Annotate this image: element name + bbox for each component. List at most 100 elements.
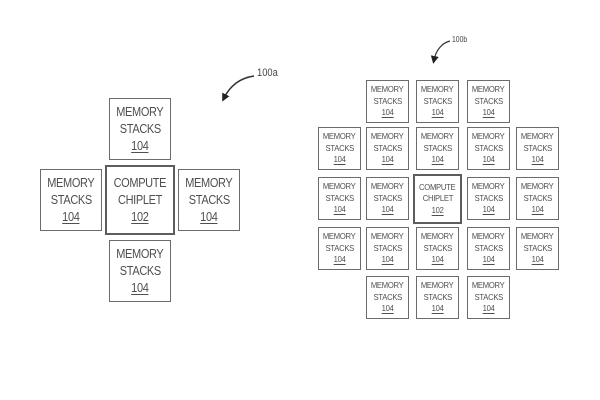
reference-number: 104: [482, 204, 495, 215]
reference-number: 102: [431, 204, 444, 215]
stacks-label: STACKS: [50, 192, 92, 207]
reference-number: 104: [482, 107, 495, 118]
reference-number: 104: [431, 254, 444, 265]
stacks-label: STACKS: [423, 142, 452, 153]
memory-stack-left: MEMORY STACKS 104: [40, 169, 102, 231]
stacks-label: STACKS: [325, 192, 354, 203]
stacks-label: STACKS: [325, 142, 354, 153]
memory-stack-top: MEMORY STACKS 104: [109, 98, 171, 160]
memory-label: MEMORY: [421, 131, 454, 142]
stacks-label: STACKS: [423, 242, 452, 253]
memory-label: MEMORY: [185, 175, 233, 190]
reference-number: 104: [333, 154, 346, 165]
compute-label: COMPUTE: [419, 181, 456, 192]
compute-chiplet: COMPUTE CHIPLET 102: [105, 165, 175, 235]
stacks-label: STACKS: [119, 263, 161, 278]
reference-number: 104: [381, 154, 394, 165]
stacks-label: STACKS: [523, 142, 552, 153]
reference-number: 104: [200, 209, 218, 224]
reference-arrow-100a: [222, 75, 255, 102]
memory-label: MEMORY: [371, 84, 404, 95]
stacks-label: STACKS: [423, 291, 452, 302]
memory-label: MEMORY: [323, 131, 356, 142]
reference-number: 104: [381, 303, 394, 314]
memory-label: MEMORY: [421, 231, 454, 242]
reference-number: 104: [482, 303, 495, 314]
memory-label: MEMORY: [371, 231, 404, 242]
stacks-label: STACKS: [523, 242, 552, 253]
stacks-label: STACKS: [474, 291, 503, 302]
stacks-label: STACKS: [373, 192, 402, 203]
memory-label: MEMORY: [472, 84, 505, 95]
memory-label: MEMORY: [472, 231, 505, 242]
reference-number: 104: [431, 154, 444, 165]
reference-number: 104: [131, 138, 149, 153]
memory-label: MEMORY: [116, 246, 164, 261]
memory-label: MEMORY: [521, 231, 554, 242]
reference-number: 104: [531, 204, 544, 215]
reference-number: 102: [131, 209, 149, 224]
reference-number: 104: [431, 107, 444, 118]
reference-number: 104: [381, 204, 394, 215]
memory-label: MEMORY: [521, 131, 554, 142]
stacks-label: STACKS: [373, 291, 402, 302]
stacks-label: STACKS: [373, 242, 402, 253]
memory-label: MEMORY: [47, 175, 95, 190]
memory-label: MEMORY: [371, 131, 404, 142]
figure-b-reference-label: 100b: [452, 35, 468, 44]
reference-number: 104: [482, 154, 495, 165]
memory-label: MEMORY: [371, 280, 404, 291]
memory-label: MEMORY: [472, 131, 505, 142]
stacks-label: STACKS: [523, 192, 552, 203]
stacks-label: STACKS: [373, 95, 402, 106]
memory-label: MEMORY: [323, 231, 356, 242]
reference-number: 104: [482, 254, 495, 265]
stacks-label: STACKS: [325, 242, 354, 253]
memory-stack-bottom: MEMORY STACKS 104: [109, 240, 171, 302]
chiplet-label: CHIPLET: [118, 192, 162, 207]
reference-arrow-100b: [430, 40, 451, 64]
memory-label: MEMORY: [323, 181, 356, 192]
memory-label: MEMORY: [472, 181, 505, 192]
memory-label: MEMORY: [371, 181, 404, 192]
reference-number: 104: [531, 254, 544, 265]
reference-number: 104: [62, 209, 80, 224]
reference-number: 104: [381, 254, 394, 265]
reference-number: 104: [531, 154, 544, 165]
memory-label: MEMORY: [472, 280, 505, 291]
reference-number: 104: [131, 280, 149, 295]
figure-a-reference-label: 100a: [257, 67, 278, 79]
stacks-label: STACKS: [474, 142, 503, 153]
memory-label: MEMORY: [421, 84, 454, 95]
stacks-label: STACKS: [373, 142, 402, 153]
reference-number: 104: [333, 254, 346, 265]
stacks-label: STACKS: [474, 95, 503, 106]
memory-label: MEMORY: [421, 280, 454, 291]
memory-label: MEMORY: [521, 181, 554, 192]
stacks-label: STACKS: [188, 192, 230, 207]
memory-label: MEMORY: [116, 104, 164, 119]
memory-stack-right: MEMORY STACKS 104: [178, 169, 240, 231]
reference-number: 104: [431, 303, 444, 314]
compute-label: COMPUTE: [113, 175, 167, 190]
stacks-label: STACKS: [423, 95, 452, 106]
